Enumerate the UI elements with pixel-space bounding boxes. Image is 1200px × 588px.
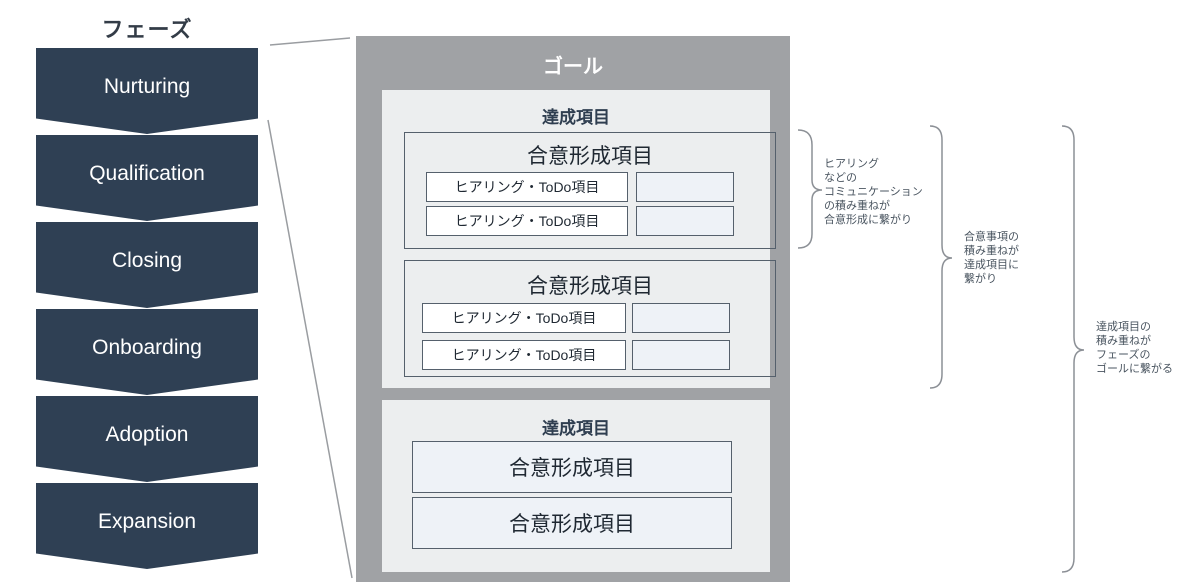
goal-title: ゴール: [543, 56, 603, 78]
achievement-title: 達成項目: [542, 108, 610, 127]
hearing-todo-item: ヒアリング・ToDo項目: [426, 206, 628, 236]
consensus-box: 合意形成項目: [412, 441, 732, 493]
brace-icon: [1061, 125, 1085, 573]
annotation-consensus: 合意事項の 積み重ねが 達成項目に 繋がり: [964, 231, 1019, 285]
hearing-value-cell: [636, 172, 734, 202]
connector-line-bottom: [267, 119, 353, 579]
phase-label: Nurturing: [103, 75, 191, 98]
annotation-communication: ヒアリング などの コミュニケーション の積み重ねが 合意形成に繋がり: [824, 158, 923, 226]
phase-label: Adoption: [105, 423, 189, 446]
consensus-box: [404, 132, 776, 249]
hearing-todo-item: ヒアリング・ToDo項目: [422, 340, 626, 370]
phase-expansion: Expansion: [36, 483, 258, 569]
consensus-box: 合意形成項目: [412, 497, 732, 549]
phase-label: Onboarding: [92, 336, 202, 359]
phase-qualification: Qualification: [36, 135, 258, 221]
hearing-value-cell: [632, 340, 730, 370]
brace-icon: [929, 125, 953, 389]
achievement-panel: [382, 90, 770, 388]
phase-label: Closing: [111, 249, 183, 272]
hearing-todo-item: ヒアリング・ToDo項目: [422, 303, 626, 333]
achievement-title: 達成項目: [542, 419, 610, 438]
consensus-title: 合意形成項目: [527, 145, 653, 168]
consensus-box: [404, 260, 776, 377]
phase-adoption: Adoption: [36, 396, 258, 482]
connector-line-top: [269, 37, 351, 46]
phase-nurturing: Nurturing: [36, 48, 258, 134]
consensus-title: 合意形成項目: [527, 275, 653, 298]
phase-onboarding: Onboarding: [36, 309, 258, 395]
hearing-value-cell: [632, 303, 730, 333]
hearing-value-cell: [636, 206, 734, 236]
phase-closing: Closing: [36, 222, 258, 308]
phase-label: Expansion: [97, 510, 197, 533]
annotation-achievement: 達成項目の 積み重ねが フェーズの ゴールに繋がる: [1096, 321, 1173, 375]
phase-label: Qualification: [89, 162, 205, 185]
hearing-todo-item: ヒアリング・ToDo項目: [426, 172, 628, 202]
brace-icon: [797, 129, 823, 249]
phase-column-title: フェーズ: [101, 17, 193, 42]
